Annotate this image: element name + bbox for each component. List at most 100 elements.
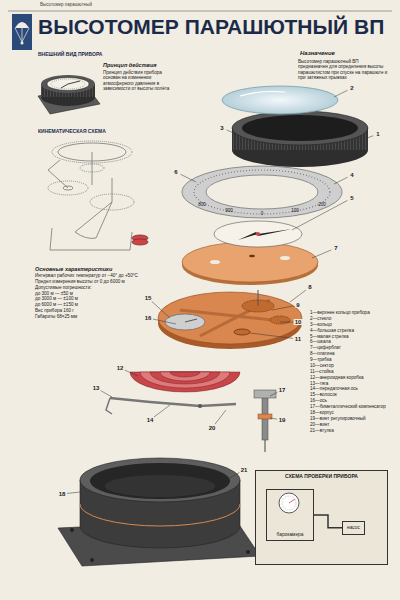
header-rule xyxy=(8,11,392,12)
device-label: барокамера xyxy=(277,532,304,538)
note-text: Вес прибора 160 г xyxy=(35,308,143,313)
callout-number: 17 xyxy=(278,387,287,393)
check-scheme xyxy=(255,470,388,565)
callout-number: 8 xyxy=(307,284,312,290)
leader-line xyxy=(334,177,348,184)
leader-line xyxy=(270,418,277,419)
leader-line xyxy=(280,322,293,323)
note-text: 4—большая стрелка xyxy=(310,328,390,333)
leader-line xyxy=(270,392,278,396)
callout-number: 1 xyxy=(375,131,380,137)
note-text: 17—биметаллический компенсатор xyxy=(310,404,390,409)
callout-number: 12 xyxy=(116,365,125,371)
note-text: до 3000 м — ±100 м xyxy=(35,296,143,301)
poster-title: ВЫСОТОМЕР ПАРАШЮТНЫЙ ВП xyxy=(38,15,384,39)
callout-number: 3 xyxy=(219,125,224,131)
section-heading: Назначение xyxy=(300,50,335,57)
callout-number: 19 xyxy=(278,417,287,423)
pressure-pipe xyxy=(314,515,342,528)
device-box: барокамера xyxy=(266,489,314,541)
lever xyxy=(106,398,236,414)
leader-line xyxy=(312,250,331,258)
note-text: до 300 м — ±50 м xyxy=(35,291,143,296)
note-text: 18—корпус xyxy=(310,410,390,415)
callout-number: 5 xyxy=(349,195,354,201)
note-text: Высотомер парашютный ВП предназначен для… xyxy=(298,59,388,80)
leader-line xyxy=(154,405,170,417)
leader-line xyxy=(152,301,170,318)
callout-number: 14 xyxy=(146,417,155,423)
housing xyxy=(58,458,260,566)
note-text: 5—малая стрелка xyxy=(310,334,390,339)
note-text: 8—платина xyxy=(310,351,390,356)
callout-number: 7 xyxy=(333,245,338,251)
callout-number: 6 xyxy=(173,169,178,175)
scale-numeral: 900 xyxy=(225,209,233,214)
section-heading: Принцип действия xyxy=(103,62,157,68)
leader-line xyxy=(125,370,138,376)
note-text: до 6000 м — ±150 м xyxy=(35,302,143,307)
note-text: 20—винт xyxy=(310,422,390,427)
panel-heading: СХЕМА ПРОВЕРКИ ПРИБОРА xyxy=(285,474,358,480)
note-text: Допустимые погрешности: xyxy=(35,285,143,290)
leader-line xyxy=(180,174,196,182)
leader-line xyxy=(292,200,348,230)
aneroid-capsule xyxy=(130,372,240,392)
scale-ring xyxy=(182,166,342,218)
leader-line xyxy=(226,472,240,480)
note-text: 1—верхнее кольцо прибора xyxy=(310,310,390,315)
bimetal-post xyxy=(254,390,276,452)
upper-plate xyxy=(182,242,318,285)
bezel-ring xyxy=(232,111,368,167)
note-text: 14—передаточная ось xyxy=(310,386,390,391)
callout-number: 13 xyxy=(92,385,101,391)
note-text: 11—стойка xyxy=(310,369,390,374)
callout-number: 2 xyxy=(349,85,354,91)
section-heading: КИНЕМАТИЧЕСКАЯ СХЕМА xyxy=(38,129,106,135)
note-text: Предел измерения высоты от 0 до 6000 м xyxy=(35,279,143,284)
note-text: 12—анероидная коробка xyxy=(310,375,390,380)
note-text: 10—сектор xyxy=(310,363,390,368)
kinematic-scheme xyxy=(48,141,148,250)
section-heading: Основные характеристики xyxy=(35,266,112,272)
leader-line xyxy=(67,492,80,493)
note-text: 2—стекло xyxy=(310,316,390,321)
callout-number: 20 xyxy=(208,425,217,431)
callout-number: 11 xyxy=(294,336,302,342)
leader-line xyxy=(367,136,373,138)
note-text: Принцип действия прибора основан на изме… xyxy=(103,70,175,91)
note-text: Габариты 68×25 мм xyxy=(35,314,143,319)
scheme-panel: СХЕМА ПРОВЕРКИ ПРИБОРА барокамера насос xyxy=(255,470,388,565)
leader-line xyxy=(153,319,176,324)
scale-numeral: 0 xyxy=(261,211,264,216)
leader-line xyxy=(250,333,293,338)
note-text: 19—винт регулировочный xyxy=(310,416,390,421)
callout-number: 18 xyxy=(58,491,67,497)
callout-number: 16 xyxy=(144,315,153,321)
note-text: 13—тяга xyxy=(310,381,390,386)
callout-number: 10 xyxy=(294,319,303,325)
device-box: насос xyxy=(342,521,365,535)
note-text: 7—циферблат xyxy=(310,345,390,350)
note-text: 9—трибка xyxy=(310,357,390,362)
leader-line xyxy=(334,90,348,97)
leader-line xyxy=(227,130,236,134)
mechanism-plate xyxy=(158,290,302,349)
note-text: 15—волосок xyxy=(310,392,390,397)
note-text: 21—втулка xyxy=(310,428,390,433)
note-text: 3—кольцо xyxy=(310,322,390,327)
scale-numeral: 800 xyxy=(198,203,206,208)
glass xyxy=(222,86,338,114)
scale-numeral: 200 xyxy=(318,203,326,208)
note-text: 16—ось xyxy=(310,398,390,403)
leader-line xyxy=(290,290,306,302)
emblem xyxy=(12,14,32,50)
callout-number: 21 xyxy=(240,467,249,473)
leader-line xyxy=(215,410,226,424)
section-heading: ВНЕШНИЙ ВИД ПРИБОРА xyxy=(38,52,102,58)
note-text: Интервал рабочих температур от −40° до +… xyxy=(35,273,143,278)
callout-number: 15 xyxy=(144,295,153,301)
leader-line xyxy=(272,306,293,310)
leader-line xyxy=(100,390,112,397)
dial-disk xyxy=(214,221,302,247)
